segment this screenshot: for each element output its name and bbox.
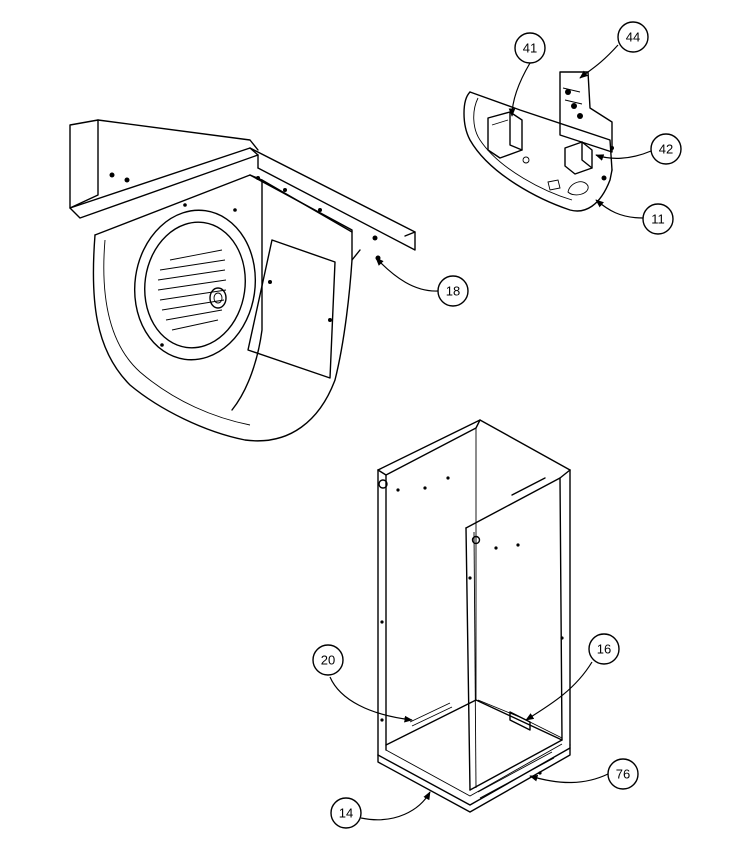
- callout-16-label: 16: [597, 642, 611, 657]
- callout-42-label: 42: [659, 142, 673, 157]
- callout-11-label: 11: [651, 212, 665, 227]
- callout-76: 76: [607, 758, 639, 790]
- callout-44: 44: [617, 21, 649, 53]
- callout-41: 41: [514, 32, 546, 64]
- callout-18-label: 18: [446, 284, 460, 299]
- cabinet-assembly: [377, 419, 571, 813]
- blower-assembly: [69, 119, 416, 442]
- callout-18: 18: [437, 275, 469, 307]
- callout-42: 42: [650, 133, 682, 165]
- callout-20-label: 20: [321, 653, 335, 668]
- leader-lines: [329, 44, 652, 821]
- callout-16: 16: [588, 633, 620, 665]
- callout-76-label: 76: [616, 767, 630, 782]
- callout-14-label: 14: [339, 806, 353, 821]
- callout-41-label: 41: [523, 41, 537, 56]
- callout-20: 20: [312, 644, 344, 676]
- callout-11: 11: [642, 203, 674, 235]
- callout-14: 14: [330, 797, 362, 829]
- control-box: [463, 71, 614, 212]
- callout-44-label: 44: [626, 30, 640, 45]
